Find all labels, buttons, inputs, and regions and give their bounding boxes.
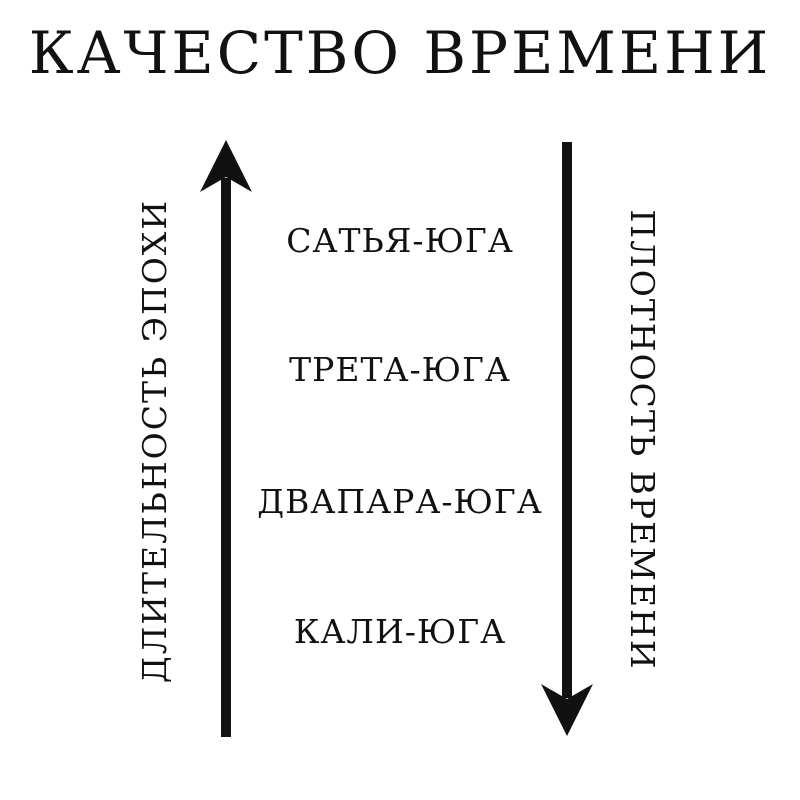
era-satya-yuga: САТЬЯ-ЮГА — [286, 221, 514, 260]
up-arrow-icon — [200, 140, 252, 737]
right-axis-label: ПЛОТНОСТЬ ВРЕМЕНИ — [623, 209, 662, 671]
era-kali-yuga: КАЛИ-ЮГА — [293, 612, 507, 651]
left-axis-label: ДЛИТЕЛЬНОСТЬ ЭПОХИ — [135, 198, 174, 684]
era-treta-yuga: ТРЕТА-ЮГА — [289, 350, 511, 389]
era-dvapara-yuga: ДВАПАРА-ЮГА — [257, 482, 543, 521]
page-title: КАЧЕСТВО ВРЕМЕНИ — [28, 19, 772, 87]
down-arrow-icon — [541, 142, 593, 736]
